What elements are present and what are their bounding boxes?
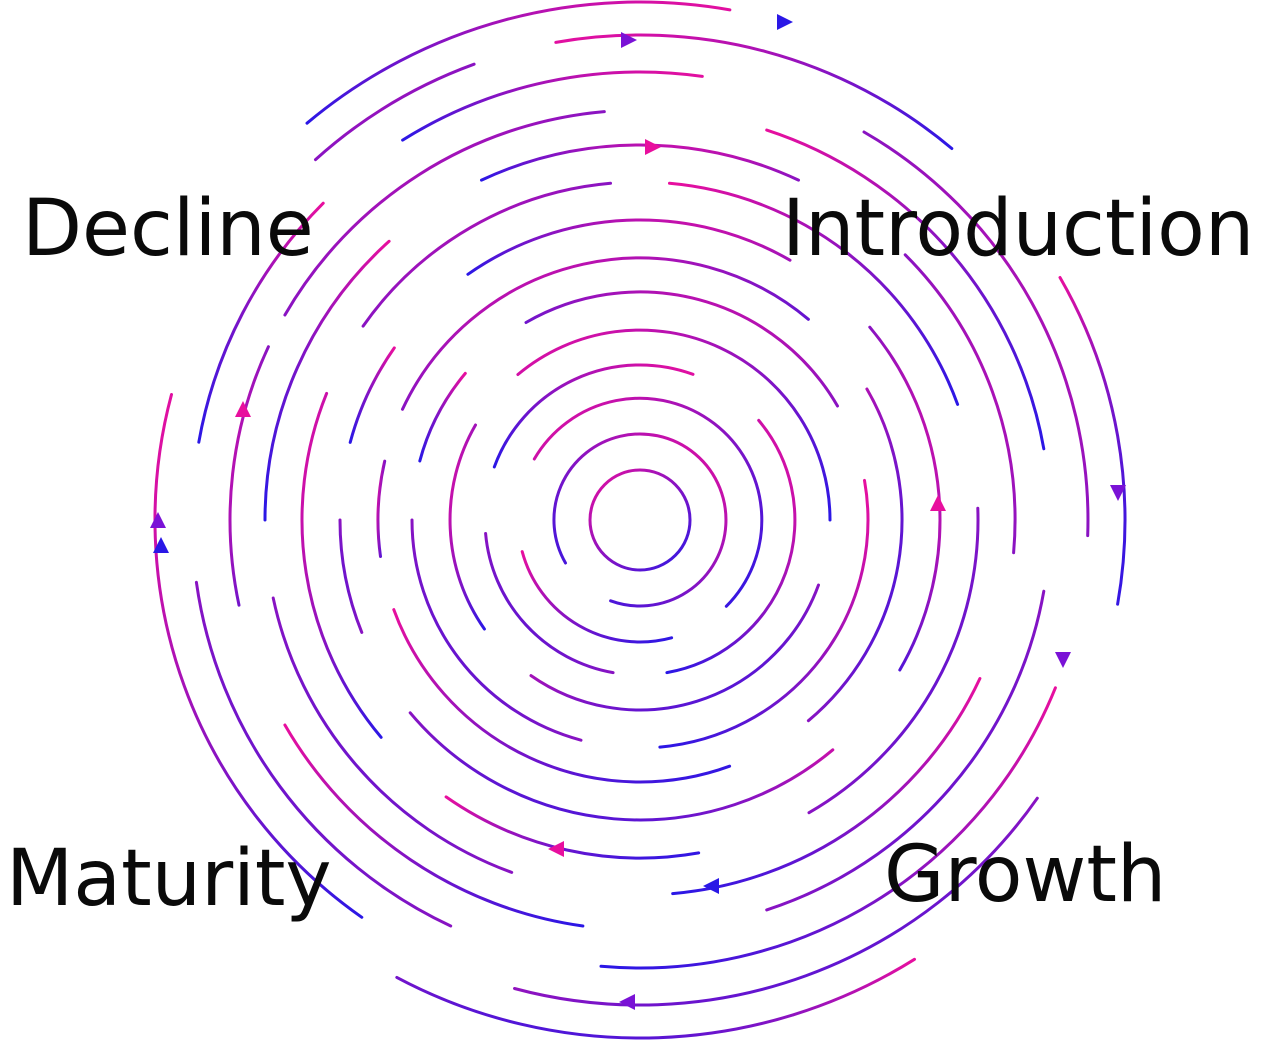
flow-arrow-icon [703,878,719,894]
ring-arc [588,468,692,572]
ring-arc [197,201,325,444]
ring-arc [361,181,612,328]
ring-arc [466,218,792,276]
flow-arrow-icon [619,994,635,1010]
ring-arc [903,253,1017,555]
ring-arc [300,391,383,739]
ring-arc [283,723,585,928]
ring-arc [862,130,1090,538]
flow-arrow-icon [150,512,166,528]
ring-arc [1058,276,1127,606]
ring-arc [484,532,615,675]
ring-arc [516,328,832,522]
ring-arc [271,596,514,874]
ring-arc [392,608,732,784]
ring-arc [448,423,486,631]
ring-arc [444,795,701,860]
flow-arrow-icon [153,537,169,553]
ring-arc [671,677,982,896]
flow-arrow-icon [930,495,946,511]
ring-arc [658,478,870,749]
ring-arc [868,325,942,672]
flow-arrow-icon [645,139,661,155]
ring-arc [529,583,820,712]
ring-arc [194,580,453,928]
ring-arc [401,70,704,142]
ring-arc [338,518,364,634]
ring-arc [513,796,1039,1007]
concentric-arcs [153,0,1127,1040]
ring-arc [665,418,797,675]
flow-arrow-icon [1110,485,1126,501]
ring-arc [806,387,904,723]
flow-arrow-icon [1055,652,1071,668]
ring-arc [283,110,606,317]
ring-arc [599,686,1057,970]
ring-arc [554,33,954,150]
direction-arrows [150,14,1126,1010]
ring-arc [492,363,695,469]
ring-arc [668,181,960,406]
ring-arc [228,345,270,607]
ring-arc [408,711,835,822]
ring-arc [401,256,810,411]
ring-arc [376,459,387,558]
ring-arc [807,506,980,815]
ring-arc [395,957,916,1040]
ring-arc [532,396,764,608]
ring-arc [314,62,476,162]
maturity-label: Maturity [6,834,332,924]
ring-arc [305,0,732,125]
growth-label: Growth [884,830,1167,920]
introduction-label: Introduction [782,184,1255,274]
ring-arc [410,518,583,742]
flow-arrow-icon [621,32,637,48]
ring-arc [263,239,391,522]
flow-arrow-icon [777,14,793,30]
ring-arc [153,393,364,919]
ring-arc [524,290,839,408]
ring-arc [765,128,1046,451]
ring-arc [418,371,467,463]
ring-arc [520,550,674,644]
ring-arc [552,432,728,608]
flow-arrow-icon [235,401,251,417]
ring-arc [348,346,396,444]
decline-label: Decline [22,184,314,274]
flow-arrow-icon [548,841,564,857]
ring-arc [480,143,800,182]
ring-arc [765,589,1046,912]
